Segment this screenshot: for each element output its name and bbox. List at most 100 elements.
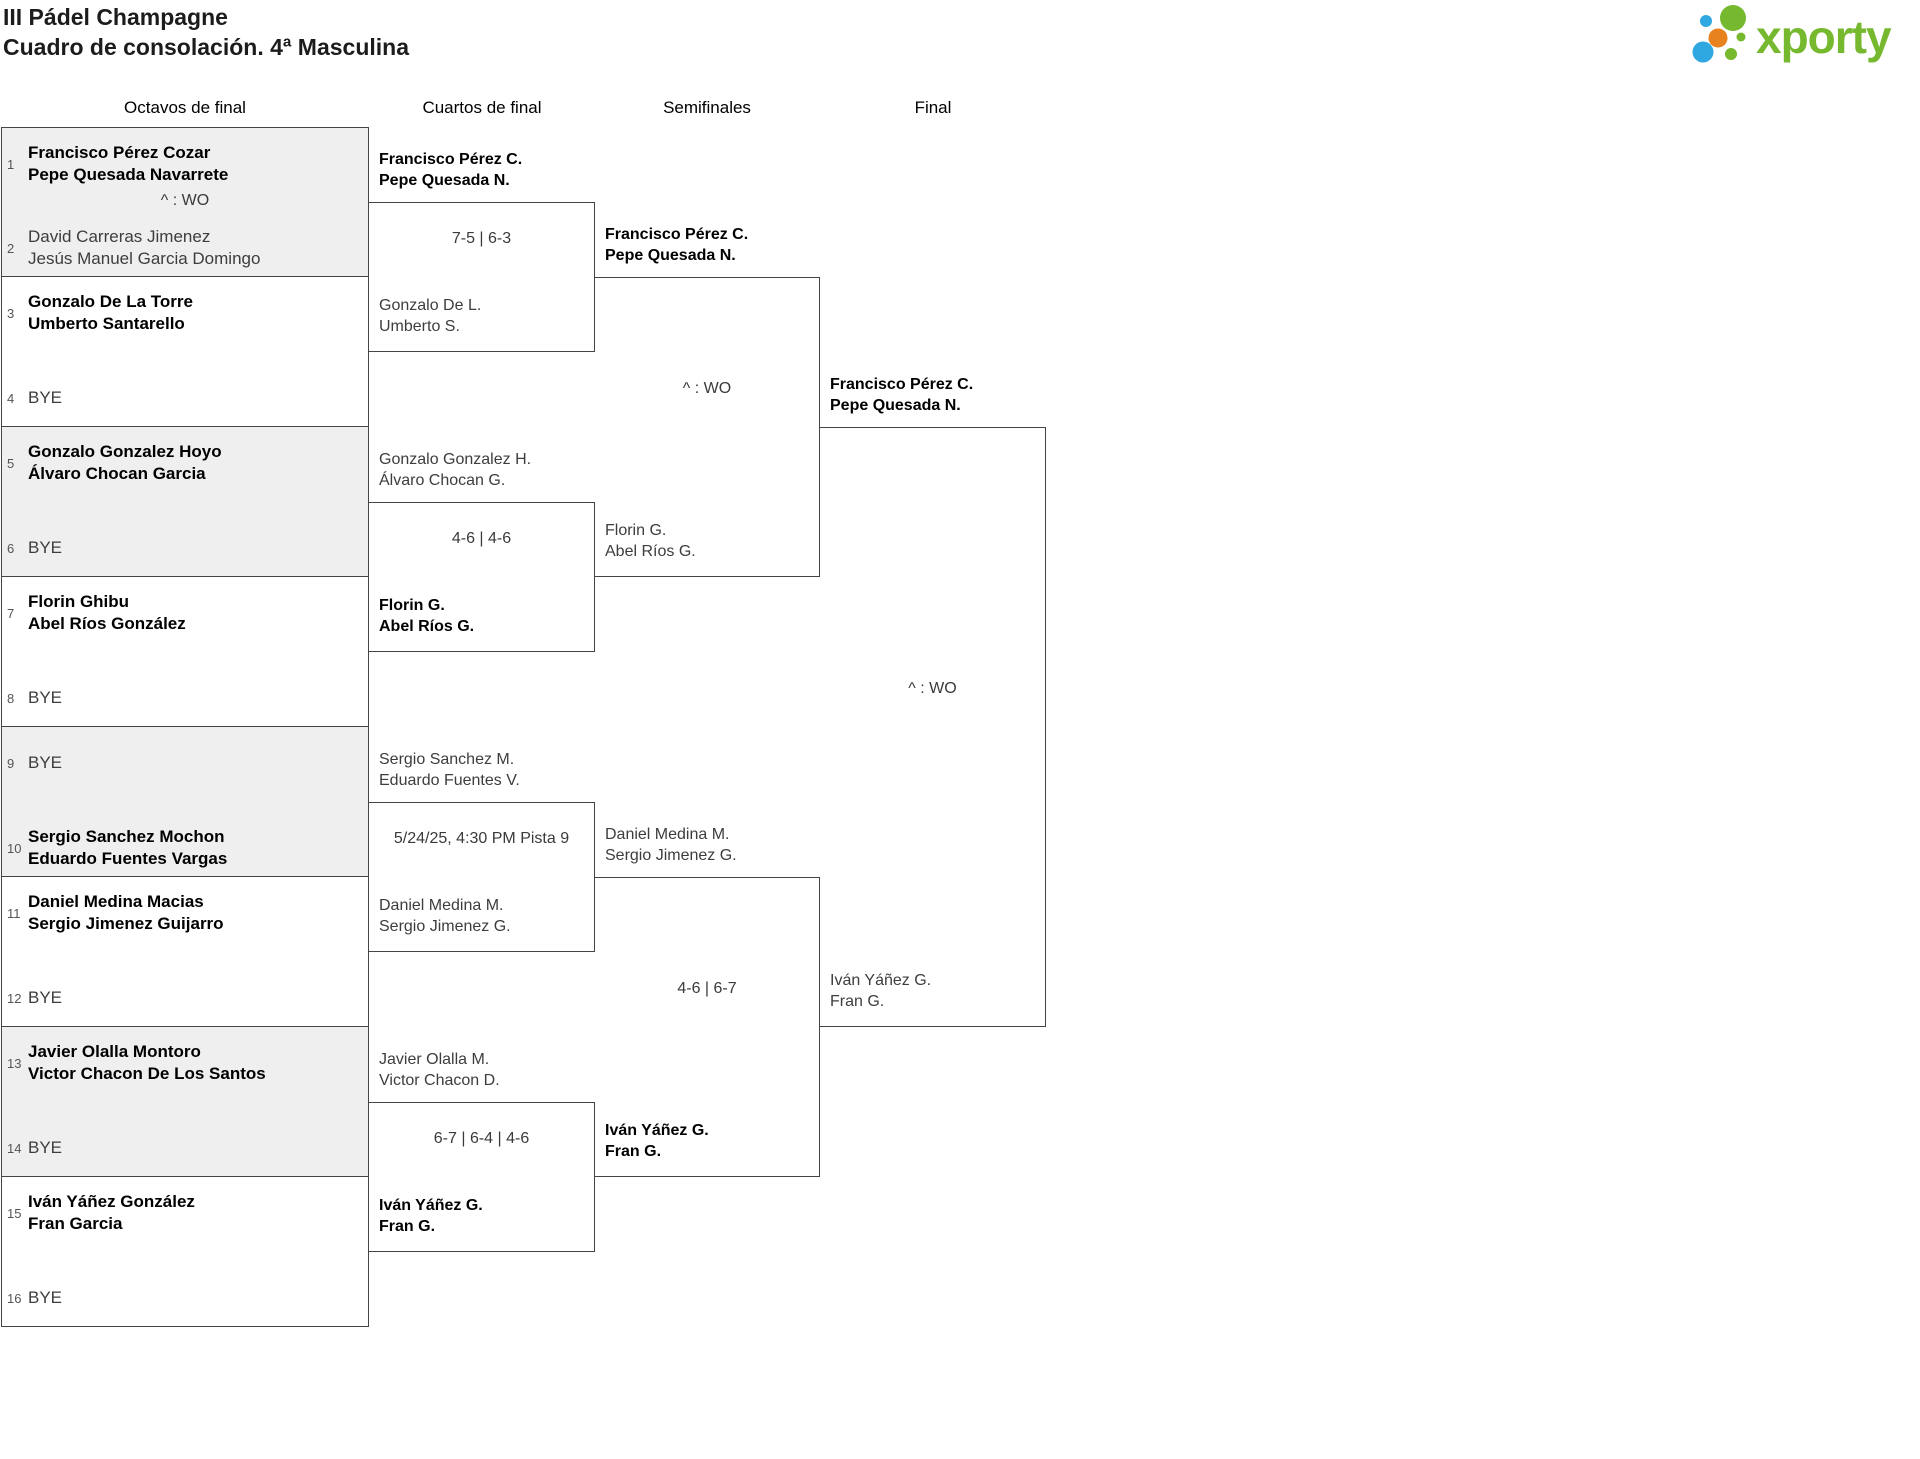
participant-slot: 6 BYE — [2, 524, 368, 572]
player-name: Victor Chacon De Los Santos — [28, 1064, 266, 1083]
participant-slot: 10 Sergio Sanchez Mochon Eduardo Fuentes… — [2, 824, 368, 872]
bye-label: BYE — [28, 1288, 63, 1307]
bracket-subtitle: Cuadro de consolación. 4ª Masculina — [3, 34, 409, 60]
participant-slot: Daniel Medina M. Sergio Jimenez G. — [379, 895, 511, 937]
participant-slot: Francisco Pérez C. Pepe Quesada N. — [830, 374, 973, 416]
match-octavos-5: 9 BYE 10 Sergio Sanchez Mochon Eduardo F… — [1, 727, 369, 877]
seed-number: 6 — [7, 540, 15, 556]
player-name: Iván Yáñez González — [28, 1192, 195, 1211]
player-name: Sergio Jimenez G. — [605, 847, 737, 864]
player-name: Pepe Quesada N. — [379, 172, 510, 189]
bye-label: BYE — [28, 988, 63, 1007]
participant-slot: 5 Gonzalo Gonzalez Hoyo Álvaro Chocan Ga… — [2, 439, 368, 487]
seed-number: 7 — [7, 605, 15, 621]
participant-slot: Francisco Pérez C. Pepe Quesada N. — [605, 224, 748, 266]
player-name: Umberto S. — [379, 318, 460, 335]
player-name: Francisco Pérez C. — [830, 376, 974, 393]
logo-dot-green-small — [1725, 48, 1737, 60]
match-octavos-6: 11 Daniel Medina Macias Sergio Jimenez G… — [1, 877, 369, 1027]
match-semifinal-2: Daniel Medina M. Sergio Jimenez G. 4-6 |… — [595, 826, 820, 1177]
bye-label: BYE — [28, 1138, 63, 1157]
participant-slot: 9 BYE — [2, 739, 368, 787]
player-name: Daniel Medina M. — [379, 897, 504, 914]
seed-number: 13 — [7, 1055, 22, 1071]
xporty-logo[interactable]: xporty — [1685, 0, 1920, 72]
round-header-semis: Semifinales — [663, 98, 751, 117]
match-octavos-1: 1 Francisco Pérez Cozar Pepe Quesada Nav… — [1, 127, 369, 277]
match-cuartos-4: Javier Olalla M. Victor Chacon D. 6-7 | … — [369, 1051, 595, 1252]
bye-label: BYE — [28, 388, 63, 407]
participant-slot: 4 BYE — [2, 374, 368, 422]
player-name: Francisco Pérez Cozar — [28, 143, 211, 162]
player-name: Eduardo Fuentes V. — [379, 772, 520, 789]
participant-slot: 1 Francisco Pérez Cozar Pepe Quesada Nav… — [2, 140, 368, 188]
player-name: Daniel Medina M. — [605, 826, 730, 843]
match-octavos-8: 15 Iván Yáñez González Fran Garcia 16 BY… — [1, 1177, 369, 1327]
player-name: Fran G. — [605, 1143, 662, 1160]
match-schedule: 5/24/25, 4:30 PM Pista 9 — [393, 830, 570, 847]
player-name: Abel Ríos G. — [379, 618, 475, 635]
player-name: Victor Chacon D. — [379, 1072, 500, 1089]
match-cuartos-3: Sergio Sanchez M. Eduardo Fuentes V. 5/2… — [369, 751, 595, 952]
match-cuartos-2: Gonzalo Gonzalez H. Álvaro Chocan G. 4-6… — [369, 451, 595, 652]
participant-slot: 15 Iván Yáñez González Fran Garcia — [2, 1189, 368, 1237]
player-name: Pepe Quesada N. — [605, 247, 736, 264]
participant-slot: 16 BYE — [2, 1274, 368, 1322]
participant-slot: 14 BYE — [2, 1124, 368, 1172]
round-header-octavos: Octavos de final — [124, 98, 246, 117]
player-name: Eduardo Fuentes Vargas — [28, 849, 228, 868]
player-name: Daniel Medina Macias — [28, 892, 204, 911]
participant-slot: 2 David Carreras Jimenez Jesús Manuel Ga… — [2, 224, 368, 272]
participant-slot: 11 Daniel Medina Macias Sergio Jimenez G… — [2, 889, 368, 937]
player-name: Sergio Sanchez M. — [379, 751, 515, 768]
participant-slot: Iván Yáñez G. Fran G. — [605, 1120, 709, 1162]
seed-number: 15 — [7, 1205, 22, 1221]
logo-dot-blue-small — [1700, 15, 1712, 27]
player-name: Jesús Manuel Garcia Domingo — [28, 249, 261, 268]
participant-slot: 12 BYE — [2, 974, 368, 1022]
player-name: Gonzalo Gonzalez H. — [379, 451, 532, 468]
match-octavos-3: 5 Gonzalo Gonzalez Hoyo Álvaro Chocan Ga… — [1, 427, 369, 577]
match-octavos-7: 13 Javier Olalla Montoro Victor Chacon D… — [1, 1027, 369, 1177]
seed-number: 1 — [7, 156, 15, 172]
seed-number: 4 — [7, 390, 15, 406]
bye-label: BYE — [28, 688, 63, 707]
seed-number: 5 — [7, 455, 15, 471]
player-name: Abel Ríos González — [28, 614, 186, 633]
participant-slot: Sergio Sanchez M. Eduardo Fuentes V. — [379, 749, 520, 791]
player-name: Gonzalo De L. — [379, 297, 482, 314]
seed-number: 2 — [7, 240, 15, 256]
participant-slot: 3 Gonzalo De La Torre Umberto Santarello — [2, 289, 368, 337]
match-score: 6-7 | 6-4 | 4-6 — [433, 1130, 530, 1147]
logo-wordmark: xporty — [1756, 11, 1892, 63]
match-octavos-4: 7 Florin Ghibu Abel Ríos González 8 BYE — [1, 577, 369, 727]
participant-slot: Florin G. Abel Ríos G. — [379, 595, 474, 637]
player-name: Florin G. — [379, 597, 445, 614]
seed-number: 3 — [7, 305, 15, 321]
participant-slot: Iván Yáñez G. Fran G. — [830, 970, 931, 1012]
logo-dot-blue-big — [1692, 41, 1714, 63]
participant-slot: 7 Florin Ghibu Abel Ríos González — [2, 589, 368, 637]
player-name: Javier Olalla M. — [379, 1051, 490, 1068]
player-name: Fran Garcia — [28, 1214, 123, 1233]
player-name: Francisco Pérez C. — [379, 151, 523, 168]
participant-slot: Daniel Medina M. Sergio Jimenez G. — [605, 824, 737, 866]
match-semifinal-1: Francisco Pérez C. Pepe Quesada N. ^ : W… — [595, 226, 820, 577]
participant-slot: 13 Javier Olalla Montoro Victor Chacon D… — [2, 1039, 368, 1087]
seed-number: 9 — [7, 755, 15, 771]
player-name: Abel Ríos G. — [605, 543, 696, 560]
player-name: Florin Ghibu — [28, 592, 130, 611]
player-name: Iván Yáñez G. — [605, 1122, 709, 1139]
player-name: Florin G. — [605, 522, 667, 539]
player-name: Francisco Pérez C. — [605, 226, 749, 243]
match-score: ^ : WO — [908, 680, 957, 697]
participant-slot: Francisco Pérez C. Pepe Quesada N. — [379, 149, 522, 191]
player-name: Álvaro Chocan Garcia — [28, 464, 206, 483]
bye-label: BYE — [28, 538, 63, 557]
player-name: Pepe Quesada N. — [830, 397, 961, 414]
seed-number: 16 — [7, 1290, 22, 1306]
player-name: Gonzalo De La Torre — [28, 292, 193, 311]
player-name: Sergio Jimenez G. — [379, 918, 511, 935]
round-header-final: Final — [914, 98, 952, 117]
player-name: Pepe Quesada Navarrete — [28, 165, 229, 184]
